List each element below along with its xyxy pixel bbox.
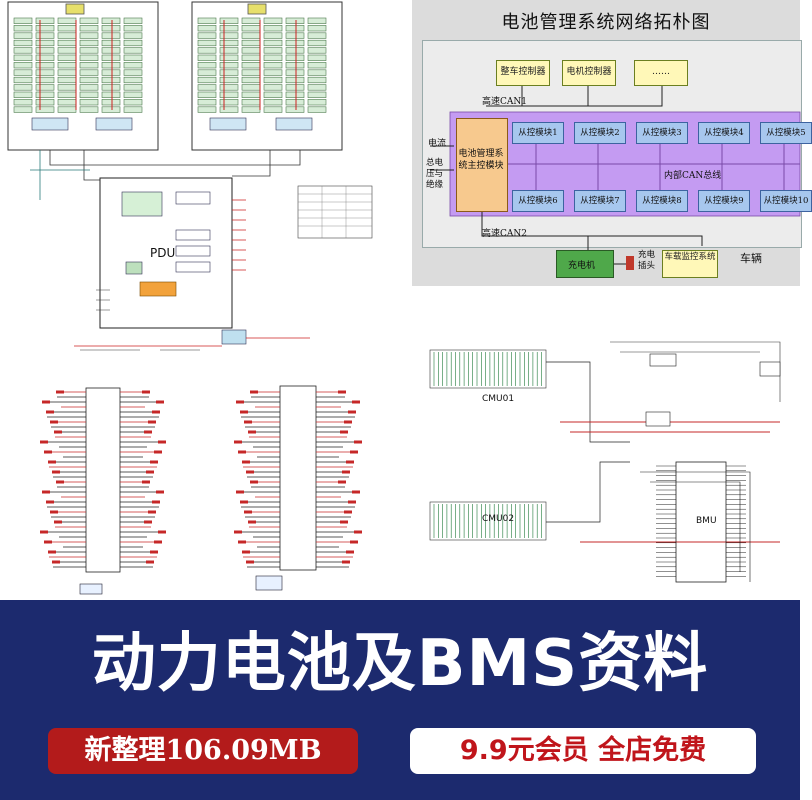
vehicle-label: 车辆 [740, 252, 762, 265]
can2-label: 高速CAN2 [482, 229, 527, 239]
slave-module-2: 从控模块2 [574, 122, 626, 144]
size-badge: 新整理106.09MB [48, 728, 358, 774]
bms-topology-diagram: 电池管理系统网络拓朴图 整车控制器 电机控制器 …… 高速CAN1 电流 总电压… [412, 0, 812, 286]
slave-module-10: 从控模块10 [760, 190, 812, 212]
vehicle-controller-box: 整车控制器 [496, 60, 550, 86]
slave-module-3: 从控模块3 [636, 122, 688, 144]
slave-module-6: 从控模块6 [512, 190, 564, 212]
pack-schematic: PDU [0, 0, 412, 380]
charger-box [556, 250, 614, 278]
bmu-label: BMU [696, 516, 717, 526]
pack-schematic-drawing [7, 1, 373, 351]
bms-master-label: 电池管理系统主控模块 [458, 149, 504, 171]
charger-label: 充电机 [568, 261, 596, 271]
slave-module-4: 从控模块4 [698, 122, 750, 144]
other-device-box: …… [634, 60, 688, 86]
cmu-bmu-schematic: CMU01 CMU02 BMU [420, 322, 800, 600]
motor-controller-box: 电机控制器 [562, 60, 616, 86]
slave-module-1: 从控模块1 [512, 122, 564, 144]
mcu-schematic [0, 380, 420, 600]
internal-can-label: 内部CAN总线 [664, 171, 722, 181]
bms-master-box [456, 118, 508, 212]
charge-plug-label: 充电插头 [638, 250, 656, 271]
promo-badge[interactable]: 9.9元会员 全店免费 [410, 728, 756, 774]
slave-module-7: 从控模块7 [574, 190, 626, 212]
can1-label: 高速CAN1 [482, 97, 527, 107]
cmu-bmu-drawing [429, 341, 781, 583]
pdu-label: PDU [150, 246, 176, 260]
mcu-schematic-drawing [40, 385, 362, 595]
voltage-input-label: 总电压与绝缘 [426, 158, 444, 190]
slave-module-8: 从控模块8 [636, 190, 688, 212]
current-input-label: 电流 [428, 139, 447, 149]
cmu01-label: CMU01 [482, 394, 515, 404]
topology-title: 电池管理系统网络拓朴图 [501, 12, 711, 33]
slave-module-9: 从控模块9 [698, 190, 750, 212]
cmu02-label: CMU02 [482, 514, 515, 524]
slave-module-5: 从控模块5 [760, 122, 812, 144]
onboard-monitor-box: 车载监控系统 [662, 250, 718, 278]
banner-title: 动力电池及BMS资料 [91, 627, 709, 701]
